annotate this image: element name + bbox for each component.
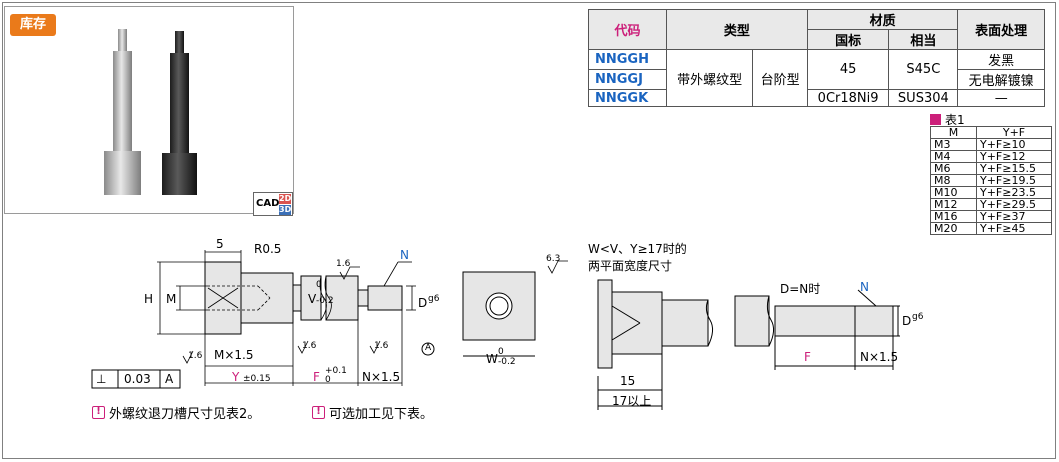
roughness-16-b: 1.6 <box>302 341 317 351</box>
roughness-16-top: 1.6 <box>336 259 351 269</box>
dim-15: 15 <box>620 374 636 388</box>
dim-w: W <box>486 352 498 366</box>
code-link-nnggj[interactable]: NNGGJ <box>588 69 667 90</box>
side-note-2: 两平面宽度尺寸 <box>588 259 673 273</box>
dim-y-tol: ±0.15 <box>243 374 271 384</box>
roughness-63: 6.3 <box>546 254 561 264</box>
perp-ref: A <box>165 372 174 386</box>
code-link-nnggk[interactable]: NNGGK <box>588 89 667 107</box>
header-material-gb: 国标 <box>806 29 890 50</box>
dim-f-tol-low: 0 <box>325 375 331 385</box>
note-optional-machining[interactable]: ! 可选加工见下表。 <box>312 403 433 422</box>
header-code: 代码 <box>588 9 667 50</box>
cad-2d-icon: 2D <box>279 194 292 204</box>
material-eq-s45c: S45C <box>888 49 959 90</box>
table1-col-yf: Y+F <box>976 126 1052 139</box>
dim-w-tol: -0.2 <box>498 357 516 367</box>
surface-black: 发黑 <box>957 49 1045 70</box>
dim-f-tol-up: +0.1 <box>325 366 347 376</box>
table1-col-m: M <box>930 126 977 139</box>
dim-m15: M×1.5 <box>214 348 254 362</box>
perp-value: 0.03 <box>124 372 151 386</box>
header-surface: 表面处理 <box>957 9 1045 50</box>
dim-d-right: D <box>902 314 912 328</box>
label-n-right: N <box>860 280 869 294</box>
dim-y: Y <box>232 370 240 384</box>
side-note-1: W<V、Y≥17时的 <box>588 242 687 256</box>
dim-17: 17以上 <box>612 394 652 408</box>
label-n: N <box>400 248 409 262</box>
material-gb-sus: 0Cr18Ni9 <box>806 89 890 107</box>
black-pin-image <box>162 31 197 195</box>
type-left: 带外螺纹型 <box>665 49 754 107</box>
datum-a-label: A <box>425 343 432 353</box>
steel-pin-image <box>104 29 141 195</box>
table1-title: 表1 <box>930 111 965 128</box>
header-type: 类型 <box>665 9 808 50</box>
dim-v-tol0: 0 <box>316 280 322 290</box>
dim-r05: R0.5 <box>254 242 282 256</box>
info-icon: ! <box>312 406 325 419</box>
info-icon: ! <box>92 406 105 419</box>
dim-d: D <box>418 296 428 310</box>
spec-table: 代码 类型 材质 表面处理 国标 相当 NNGGH 带外螺纹型 台阶型 45 S… <box>588 9 1045 107</box>
dim-n15: N×1.5 <box>362 370 401 384</box>
dim-v-tol: -0.2 <box>316 296 334 306</box>
cad-3d-icon: 3D <box>279 205 292 215</box>
header-material: 材质 <box>806 9 959 30</box>
dim-w-tol0: 0 <box>498 347 504 357</box>
dim-n15-right: N×1.5 <box>860 350 899 364</box>
dim-v: V <box>308 292 317 306</box>
dim-5: 5 <box>216 237 224 251</box>
cad-download-button[interactable]: CAD 2D 3D <box>253 192 293 216</box>
roughness-16-c: 1.6 <box>374 341 389 351</box>
dim-m: M <box>166 292 177 306</box>
stock-badge: 库存 <box>10 14 56 36</box>
material-gb-45: 45 <box>806 49 890 90</box>
square-bullet-icon <box>930 114 941 125</box>
product-photo-panel: 库存 CAD 2D 3D <box>4 6 294 216</box>
dim-f: F <box>313 370 320 384</box>
type-right: 台阶型 <box>752 49 808 107</box>
roughness-16-a: 1.6 <box>188 351 203 361</box>
code-link-nnggh[interactable]: NNGGH <box>588 49 667 70</box>
header-material-eq: 相当 <box>888 29 959 50</box>
surface-none: — <box>957 89 1045 107</box>
perp-symbol: ⊥ <box>96 372 107 386</box>
note-thread-groove: ! 外螺纹退刀槽尺寸见表2。 <box>92 403 260 422</box>
product-photo <box>104 29 197 195</box>
dim-f-right: F <box>804 350 811 364</box>
dn-note: D=N时 <box>780 282 821 296</box>
material-eq-sus: SUS304 <box>888 89 959 107</box>
dim-d-tol-right: g6 <box>912 312 924 322</box>
dim-d-tol: g6 <box>428 294 440 304</box>
dim-h: H <box>144 292 154 306</box>
surface-nickel: 无电解镀镍 <box>957 69 1045 90</box>
